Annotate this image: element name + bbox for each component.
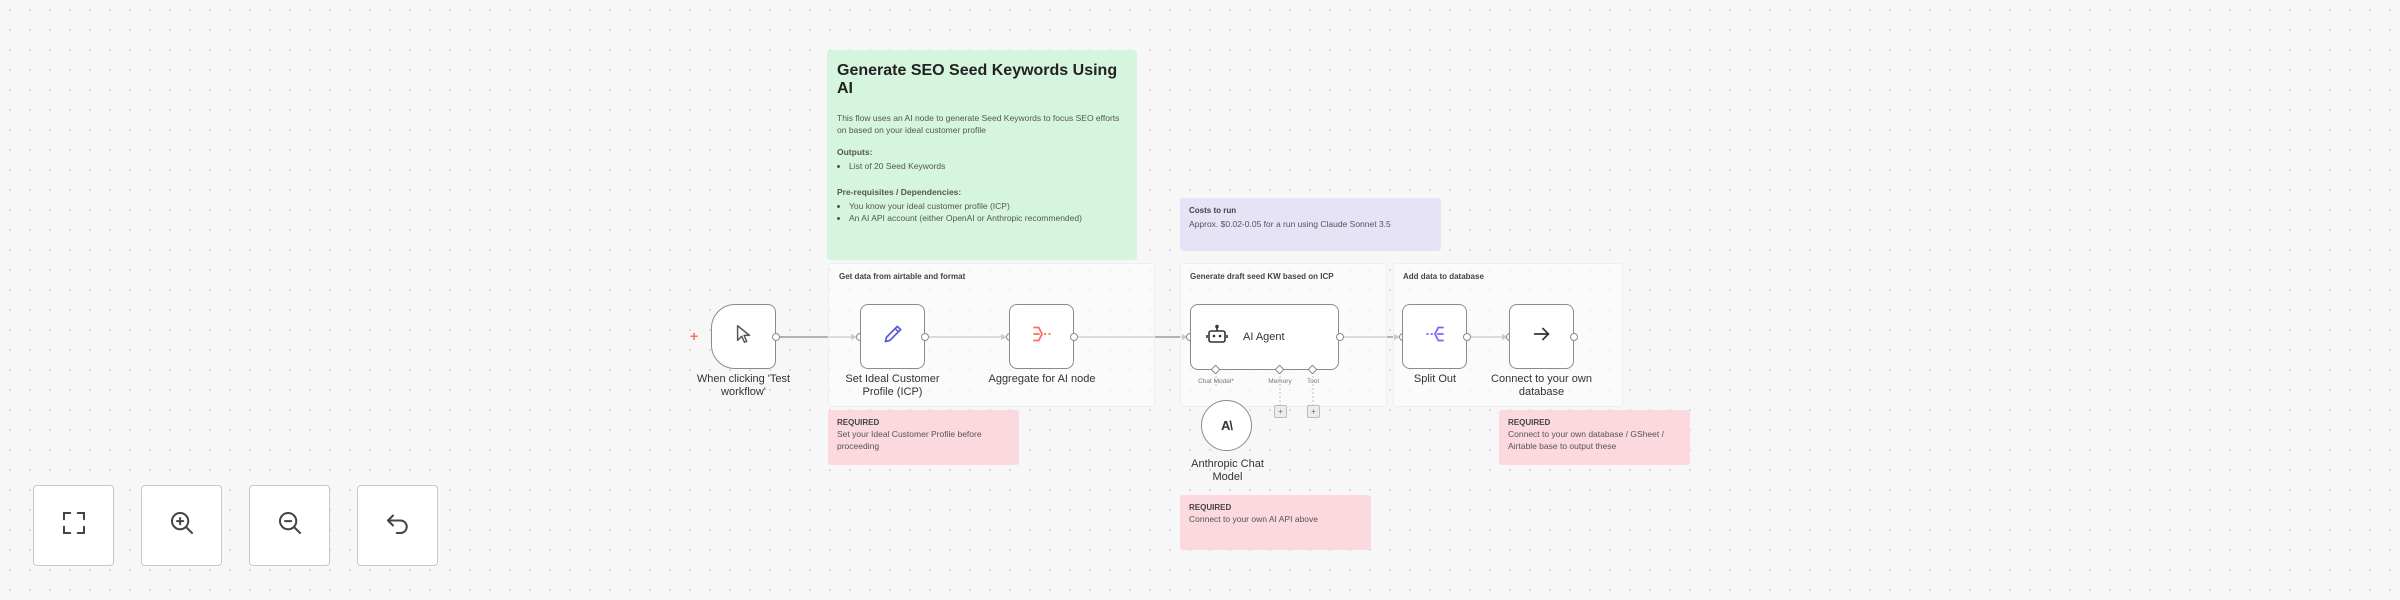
zoom-out-button[interactable] bbox=[249, 485, 330, 566]
node-label: Connect to your own database bbox=[1491, 373, 1592, 398]
required-body: Connect to your own database / GSheet / … bbox=[1508, 429, 1664, 451]
port-label: Tool bbox=[1307, 378, 1319, 385]
add-tool-plus-icon[interactable]: + bbox=[1307, 405, 1320, 418]
fit-view-button[interactable] bbox=[33, 485, 114, 566]
output-port[interactable] bbox=[1463, 333, 1471, 341]
aggregate-icon bbox=[1029, 321, 1055, 352]
node-label: Split Out bbox=[1413, 373, 1457, 385]
node-label: When clicking 'Test workflow' bbox=[696, 373, 791, 398]
required-note-api[interactable]: REQUIRED Connect to your own AI API abov… bbox=[1180, 495, 1371, 550]
prereq-list: You know your ideal customer profile (IC… bbox=[837, 200, 1127, 224]
node-label: Set Ideal Customer Profile (ICP) bbox=[845, 373, 940, 398]
zoom-in-icon bbox=[167, 508, 197, 543]
note-heading: Generate SEO Seed Keywords Using AI bbox=[837, 62, 1118, 97]
list-item: List of 20 Seed Keywords bbox=[849, 160, 1127, 172]
node-manual-trigger[interactable] bbox=[711, 304, 776, 369]
cost-note-body: Approx. $0.02-0.05 for a run using Claud… bbox=[1189, 219, 1391, 229]
workflow-description-note[interactable]: Generate SEO Seed Keywords Using AI This… bbox=[827, 50, 1137, 260]
pencil-icon bbox=[880, 321, 906, 352]
group-title: Add data to database bbox=[1403, 272, 1484, 281]
node-label: Anthropic Chat Model bbox=[1191, 458, 1264, 483]
output-port[interactable] bbox=[772, 333, 780, 341]
group-title: Generate draft seed KW based on ICP bbox=[1190, 272, 1334, 281]
node-label: AI Agent bbox=[1243, 331, 1285, 343]
output-port[interactable] bbox=[1570, 333, 1578, 341]
reset-zoom-button[interactable] bbox=[357, 485, 438, 566]
list-item: An AI API account (either OpenAI or Anth… bbox=[849, 212, 1127, 224]
add-memory-plus-icon[interactable]: + bbox=[1274, 405, 1287, 418]
zoom-out-icon bbox=[275, 508, 305, 543]
anthropic-icon: A\ bbox=[1221, 418, 1233, 433]
port-label: Memory bbox=[1268, 378, 1292, 385]
group-title: Get data from airtable and format bbox=[839, 272, 966, 281]
required-body: Set your Ideal Customer Profile before p… bbox=[837, 429, 982, 451]
note-description: This flow uses an AI node to generate Se… bbox=[837, 113, 1120, 135]
output-port[interactable] bbox=[1070, 333, 1078, 341]
split-icon bbox=[1422, 321, 1448, 352]
node-split-out[interactable] bbox=[1402, 304, 1467, 369]
node-anthropic-chat-model[interactable]: A\ bbox=[1201, 400, 1252, 451]
node-ai-agent[interactable]: AI Agent bbox=[1190, 304, 1339, 370]
arrow-right-icon bbox=[1531, 323, 1553, 350]
list-item: You know your ideal customer profile (IC… bbox=[849, 200, 1127, 212]
cursor-icon bbox=[733, 323, 755, 350]
required-title: REQUIRED bbox=[1508, 418, 1551, 427]
node-set-icp[interactable] bbox=[860, 304, 925, 369]
node-aggregate[interactable] bbox=[1009, 304, 1074, 369]
add-trigger-plus-icon[interactable]: + bbox=[690, 328, 699, 344]
outputs-list: List of 20 Seed Keywords bbox=[837, 160, 1127, 172]
required-title: REQUIRED bbox=[837, 418, 880, 427]
zoom-in-button[interactable] bbox=[141, 485, 222, 566]
port-label: Chat Model* bbox=[1198, 378, 1234, 385]
cost-note-title: Costs to run bbox=[1189, 206, 1237, 215]
required-note-icp[interactable]: REQUIRED Set your Ideal Customer Profile… bbox=[828, 410, 1019, 465]
output-port[interactable] bbox=[1336, 333, 1344, 341]
node-label: Aggregate for AI node bbox=[988, 373, 1096, 385]
required-title: REQUIRED bbox=[1189, 503, 1232, 512]
required-note-db[interactable]: REQUIRED Connect to your own database / … bbox=[1499, 410, 1690, 465]
prereq-title: Pre-requisites / Dependencies: bbox=[837, 187, 962, 197]
robot-icon bbox=[1205, 323, 1229, 352]
node-connect-database[interactable] bbox=[1509, 304, 1574, 369]
reset-zoom-icon bbox=[383, 508, 413, 543]
cost-note[interactable]: Costs to run Approx. $0.02-0.05 for a ru… bbox=[1180, 198, 1441, 251]
required-body: Connect to your own AI API above bbox=[1189, 514, 1318, 524]
fit-view-icon bbox=[59, 508, 89, 543]
outputs-title: Outputs: bbox=[837, 147, 873, 157]
output-port[interactable] bbox=[921, 333, 929, 341]
